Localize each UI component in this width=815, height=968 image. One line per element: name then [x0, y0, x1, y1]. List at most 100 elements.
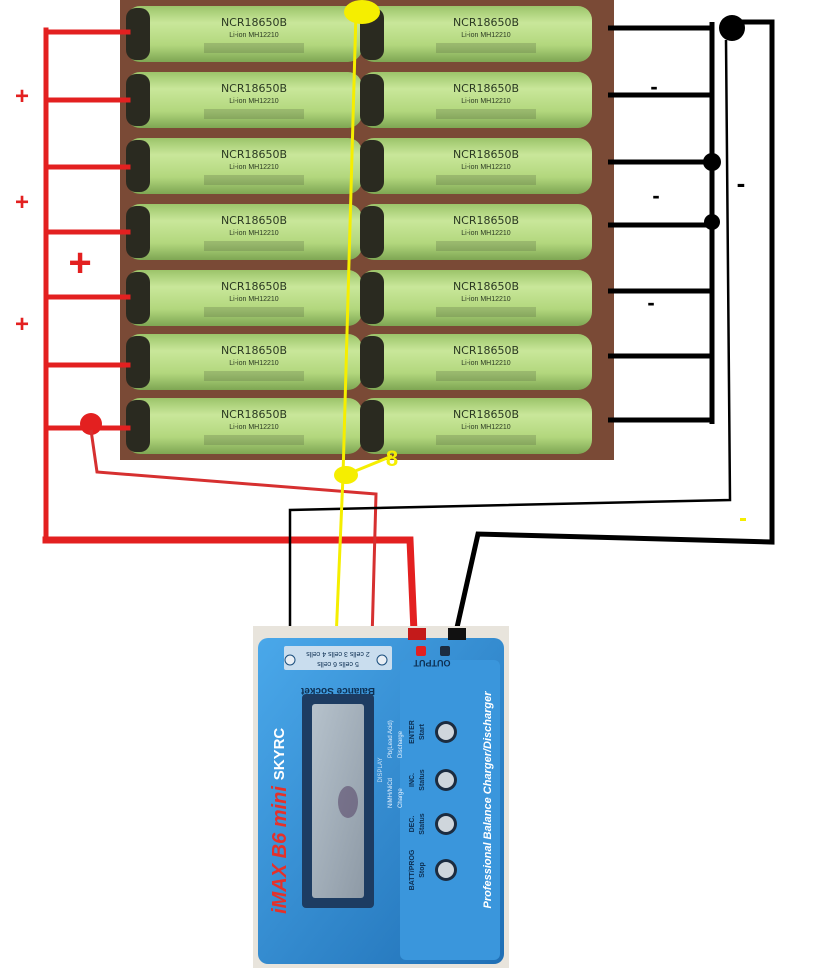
cell-model-label: NCR18650B	[221, 344, 287, 357]
battery-cell-body	[126, 204, 362, 260]
cell-chem-label: Li-ion MH12210	[229, 32, 279, 39]
battery-cell-body	[126, 270, 362, 326]
lcd-shadow	[338, 786, 358, 818]
battery-cell-body	[360, 204, 592, 260]
plus-sign-1: +	[15, 83, 29, 110]
balance-socket-title: Balance Socket	[300, 685, 375, 696]
battery-cell-body	[126, 138, 362, 194]
charger-button-label-bottom: Stop	[419, 862, 426, 878]
charger-button-label-bottom: Status	[419, 813, 426, 835]
side-text: Professional Balance Charger/Discharger	[482, 691, 494, 909]
battery-cell: NCR18650B Li-ion MH12210	[360, 72, 592, 128]
output-minus-icon	[440, 646, 450, 656]
negative-rail-outer	[453, 19, 775, 633]
plus-sign-3: +	[68, 241, 91, 285]
cell-model-label: NCR18650B	[221, 148, 287, 161]
charger-button[interactable]: INC.Status	[409, 769, 457, 791]
battery-cell: NCR18650B Li-ion MH12210	[126, 6, 362, 62]
battery-cell-body	[360, 270, 592, 326]
cell-model-label: NCR18650B	[453, 82, 519, 95]
battery-cell-body	[126, 72, 362, 128]
charger-button-label-top: BATT/PROG	[409, 849, 416, 890]
charger-button-cap[interactable]	[438, 816, 454, 832]
red-balance-lead	[89, 429, 378, 641]
spec-line-1: NiMH/NiCd	[388, 778, 394, 808]
cell-model-label: NCR18650B	[221, 214, 287, 227]
battery-cell: NCR18650B Li-ion MH12210	[126, 138, 362, 194]
battery-cell-end	[126, 74, 150, 126]
charger-right-panel	[400, 660, 500, 960]
battery-cell-end	[360, 272, 384, 324]
cell-model-label: NCR18650B	[453, 280, 519, 293]
minus-sign-4: -	[647, 290, 654, 315]
negative-solder-blob-1	[719, 15, 745, 41]
battery-cell: NCR18650B Li-ion MH12210	[360, 270, 592, 326]
cell-model-label: NCR18650B	[453, 408, 519, 421]
battery-cell-end	[360, 400, 384, 452]
black-balance-lead	[288, 39, 732, 640]
cell-model-label: NCR18650B	[221, 16, 287, 29]
minus-sign-2: -	[737, 168, 746, 198]
charger-button-cap[interactable]	[438, 724, 454, 740]
cell-chem-label: Li-ion MH12210	[461, 230, 511, 237]
balance-plus-terminal-icon	[376, 654, 388, 666]
charger-button-cap[interactable]	[438, 862, 454, 878]
cell-chem-label: Li-ion MH12210	[461, 360, 511, 367]
balance-number-label: 8	[386, 446, 398, 471]
output-plus-icon	[416, 646, 426, 656]
battery-cell-end	[126, 336, 150, 388]
charger-button[interactable]: DEC.Status	[409, 813, 457, 835]
battery-cell-end	[126, 140, 150, 192]
battery-cell: NCR18650B Li-ion MH12210	[360, 398, 592, 454]
battery-cell-end	[360, 140, 384, 192]
cell-warning-text-block	[436, 307, 536, 317]
cell-chem-label: Li-ion MH12210	[229, 98, 279, 105]
battery-cell-end	[126, 8, 150, 60]
model-label: iMAX B6 mini	[269, 786, 291, 914]
yellow-mark	[740, 518, 746, 521]
cell-chem-label: Li-ion MH12210	[229, 164, 279, 171]
battery-cell-body	[360, 398, 592, 454]
cell-warning-text-block	[436, 371, 536, 381]
cell-model-label: NCR18650B	[221, 82, 287, 95]
cell-model-label: NCR18650B	[453, 16, 519, 29]
balance-cell-2: 2 cells	[349, 650, 369, 657]
cell-chem-label: Li-ion MH12210	[461, 296, 511, 303]
balance-cell-3: 3 cells	[328, 650, 348, 657]
battery-cell-body	[360, 72, 592, 128]
battery-cell-end	[126, 206, 150, 258]
negative-solder-blob-2	[703, 153, 721, 171]
cell-chem-label: Li-ion MH12210	[461, 98, 511, 105]
cell-chem-label: Li-ion MH12210	[229, 296, 279, 303]
battery-cell-end	[360, 74, 384, 126]
charger-button-cap[interactable]	[438, 772, 454, 788]
battery-cell-end	[126, 272, 150, 324]
cell-warning-text-block	[204, 43, 304, 53]
cell-warning-text-block	[204, 175, 304, 185]
battery-cell: NCR18650B Li-ion MH12210	[126, 72, 362, 128]
balance-socket-strip	[284, 646, 392, 670]
charger-button-label-bottom: Status	[419, 769, 426, 791]
cell-chem-label: Li-ion MH12210	[461, 424, 511, 431]
spec-line-4: Discharge	[398, 730, 404, 758]
balance-cell-4: 4 cells	[306, 650, 326, 657]
battery-cell-body	[126, 398, 362, 454]
positive-main-lead	[42, 536, 418, 636]
output-negative-terminal	[448, 628, 466, 640]
cell-warning-text-block	[204, 371, 304, 381]
lcd-screen	[312, 704, 364, 898]
charger-button-label-top: DEC.	[409, 816, 416, 833]
output-label: OUTPUT	[413, 658, 451, 668]
balance-cell-5: 5 cells	[338, 660, 358, 667]
spec-line-2: Pb(Lead Acid)	[388, 720, 394, 758]
